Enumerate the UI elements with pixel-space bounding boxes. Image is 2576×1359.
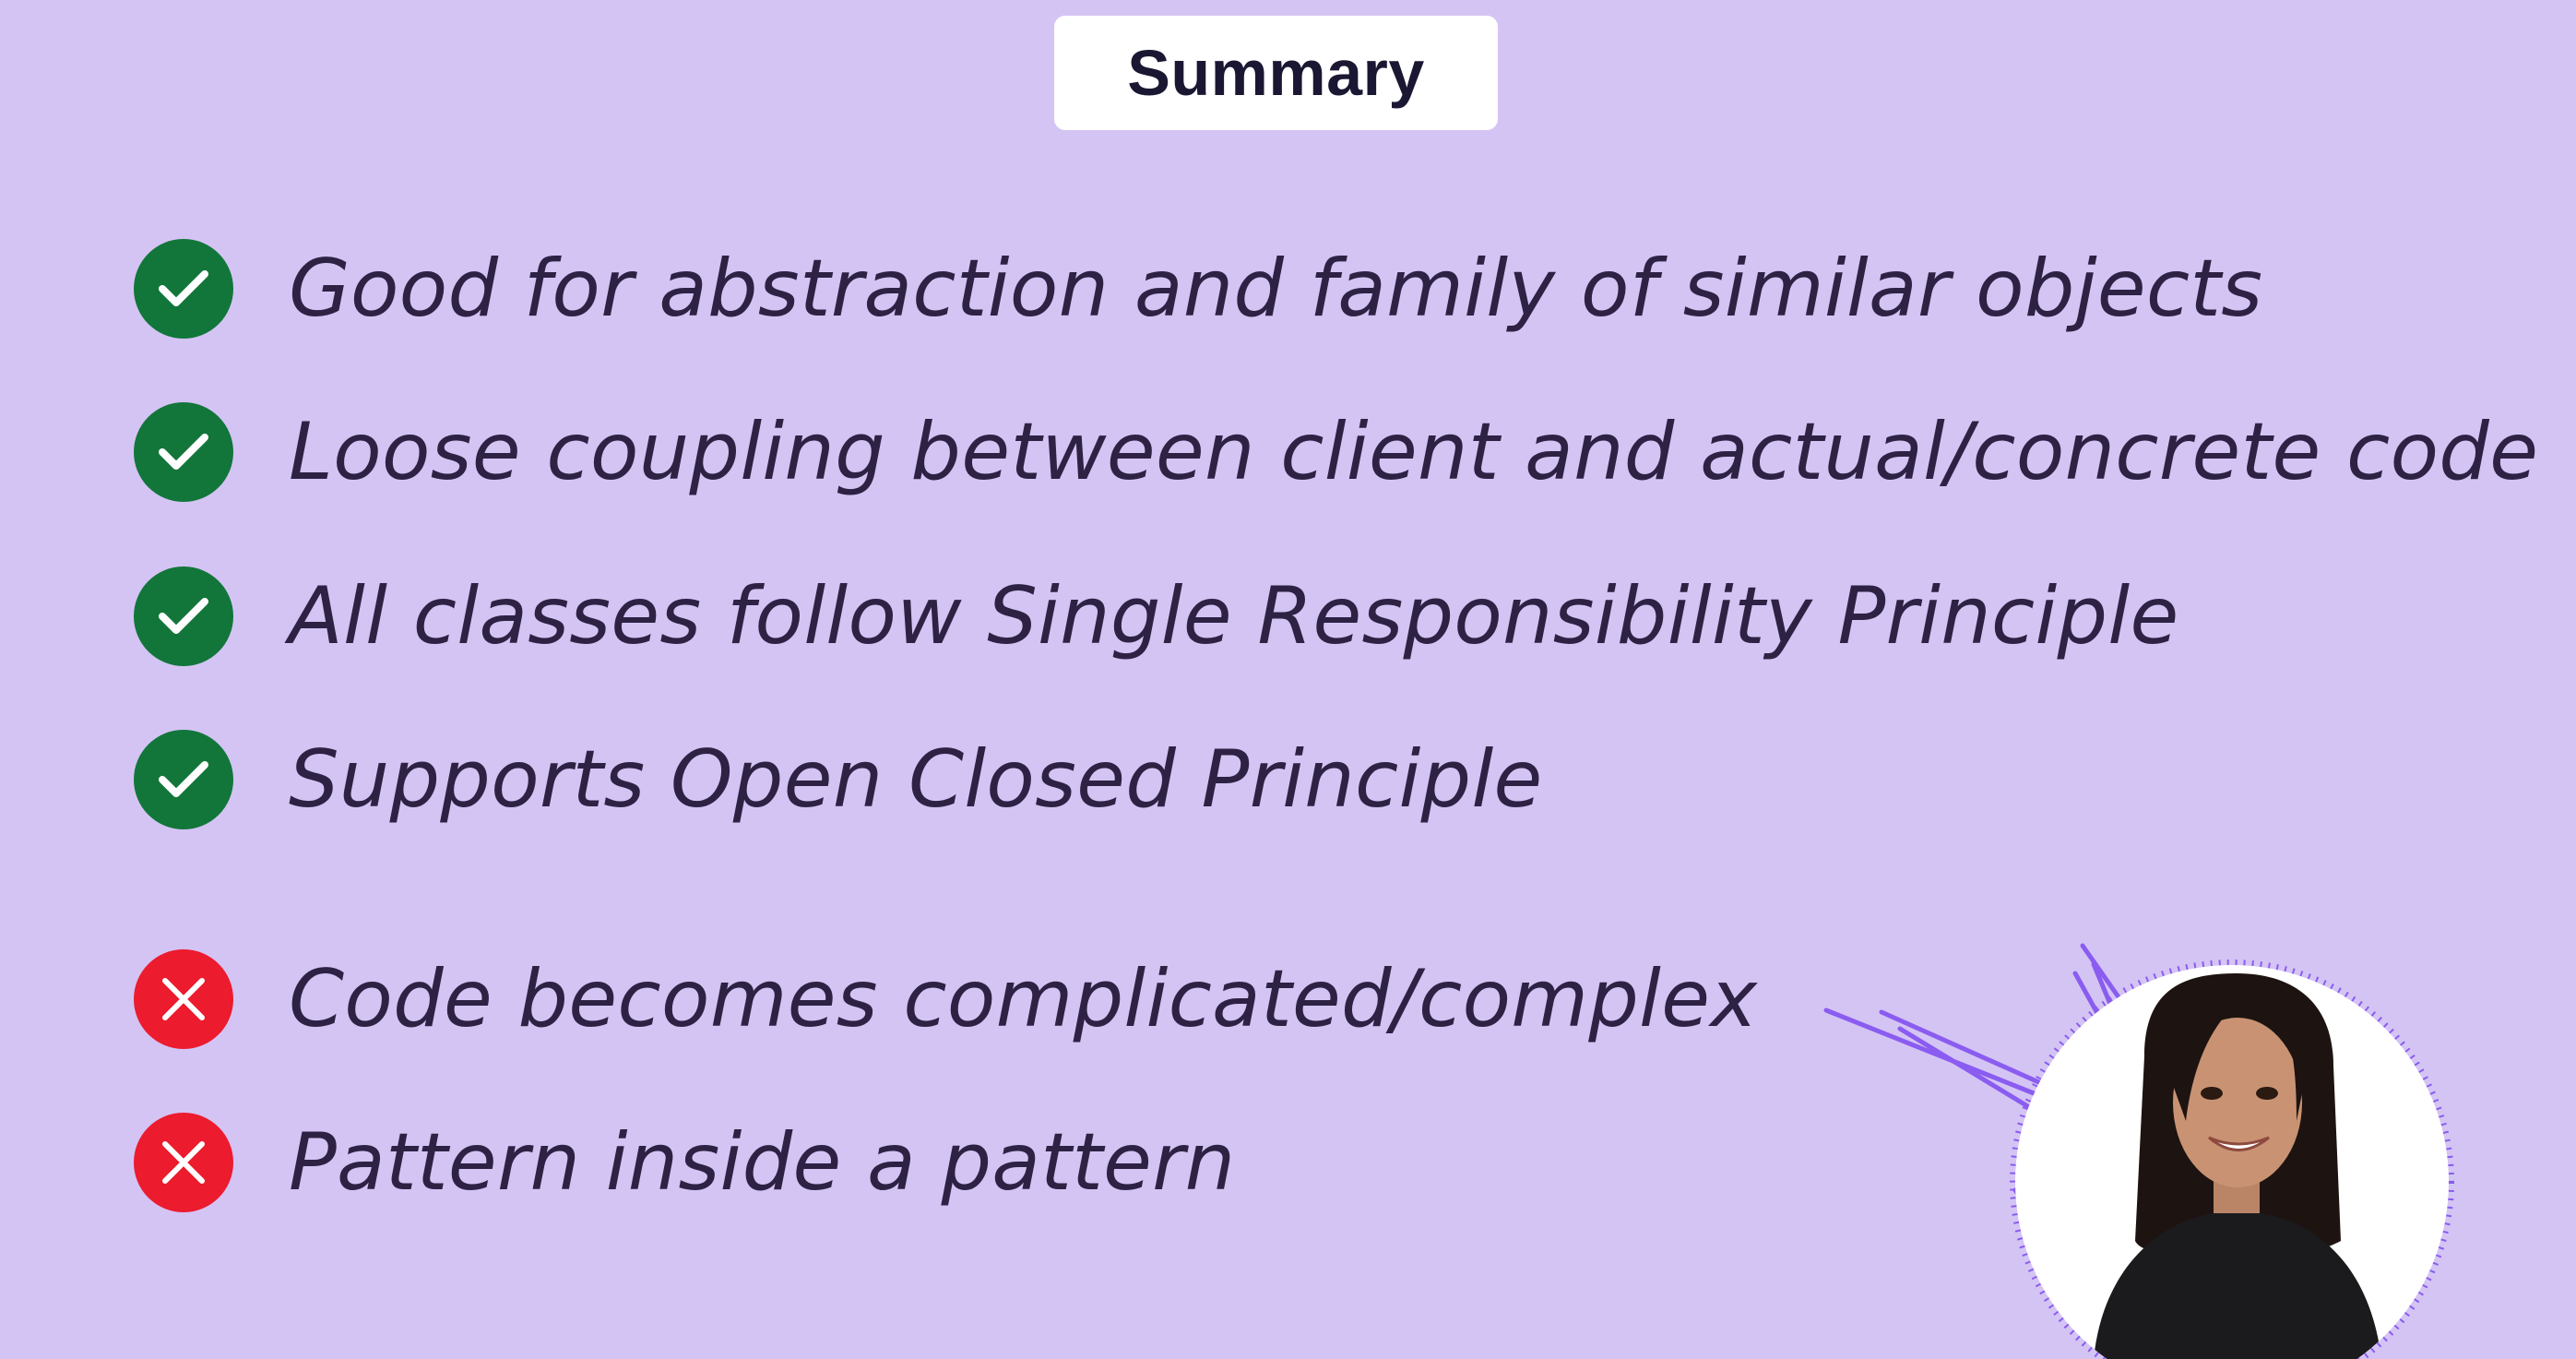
presenter-avatar <box>1817 936 2481 1359</box>
pro-text: Loose coupling between client and actual… <box>289 406 2539 498</box>
check-icon <box>134 239 233 339</box>
check-icon <box>134 730 233 829</box>
pro-item: Loose coupling between client and actual… <box>134 401 2538 503</box>
con-item: Code becomes complicated/complex <box>134 948 1757 1050</box>
con-text: Code becomes complicated/complex <box>289 953 1758 1045</box>
cross-icon <box>134 949 233 1049</box>
check-icon <box>134 402 233 502</box>
con-item: Pattern inside a pattern <box>134 1112 1235 1213</box>
pro-item: Good for abstraction and family of simil… <box>134 238 2262 340</box>
pro-item: Supports Open Closed Principle <box>134 729 1543 830</box>
con-text: Pattern inside a pattern <box>289 1116 1236 1209</box>
slide-title: Summary <box>1127 37 1425 109</box>
pro-item: All classes follow Single Responsibility… <box>134 566 2178 667</box>
pro-text: All classes follow Single Responsibility… <box>289 570 2179 662</box>
cross-icon <box>134 1113 233 1212</box>
pro-text: Supports Open Closed Principle <box>289 733 1543 826</box>
pro-text: Good for abstraction and family of simil… <box>289 243 2263 335</box>
check-icon <box>134 566 233 666</box>
title-box: Summary <box>1054 16 1498 130</box>
